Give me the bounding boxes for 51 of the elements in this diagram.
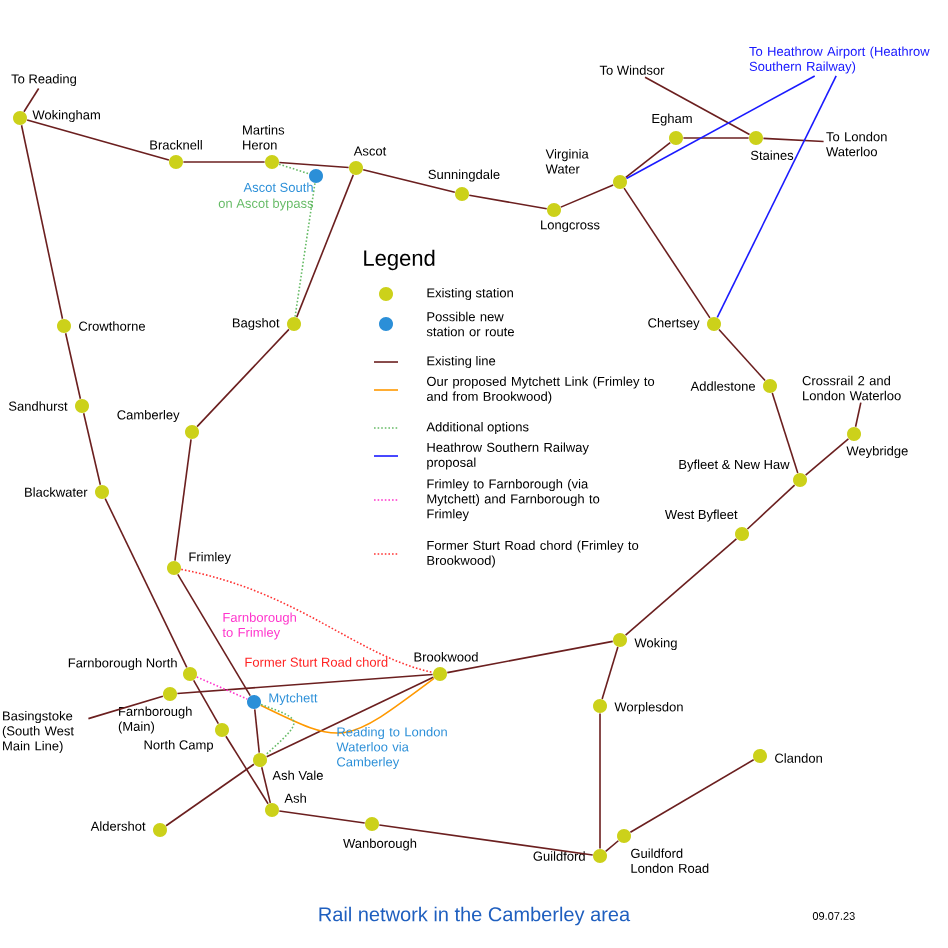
rail-line [604, 839, 620, 853]
rail-line [771, 392, 799, 474]
rail-line [629, 758, 755, 834]
rail-line [265, 676, 435, 758]
rail-line [174, 438, 192, 562]
rail-line [625, 75, 816, 180]
rail-line [762, 137, 825, 143]
legend-heading: Legend [364, 249, 435, 271]
rail-line [82, 412, 102, 486]
rail-line [718, 328, 766, 382]
rail-line [278, 161, 350, 169]
rail-line [225, 735, 269, 805]
title: Rail network in the Camberley area [319, 906, 631, 926]
rail-line [196, 676, 248, 700]
rail-line [260, 766, 272, 804]
rail-line [623, 187, 711, 319]
rail-line [854, 401, 862, 428]
rail-line [644, 76, 751, 136]
rail-line [180, 568, 434, 674]
rail-line [259, 677, 435, 734]
rail-line [446, 640, 614, 674]
rail-line [23, 87, 40, 113]
rail-line [278, 810, 366, 824]
rail-line [192, 679, 220, 725]
rail-line [601, 646, 619, 700]
rail-line [177, 573, 251, 697]
rail-line [599, 712, 601, 850]
rail-line [746, 484, 796, 530]
rail-line [362, 168, 456, 194]
rail-line [804, 438, 850, 476]
rail-line [176, 673, 434, 695]
rail-line [253, 708, 261, 754]
rail-line [378, 824, 594, 856]
rail-line [560, 184, 614, 208]
rail-line [716, 75, 837, 319]
rail-line [64, 332, 82, 400]
rail-line [20, 124, 64, 320]
rail-line [260, 703, 295, 756]
rail-line [87, 695, 164, 720]
rail-line [624, 538, 738, 636]
rail-line [182, 161, 266, 163]
rail-line [468, 194, 548, 210]
rail-line [625, 141, 671, 179]
rail-line [295, 174, 355, 318]
rail-line [682, 137, 750, 139]
rail-line [278, 163, 310, 175]
rail-line [196, 328, 290, 428]
rail-line [165, 763, 255, 827]
rail-line [104, 497, 188, 669]
rail-line [294, 182, 316, 318]
rail-line [26, 119, 170, 161]
